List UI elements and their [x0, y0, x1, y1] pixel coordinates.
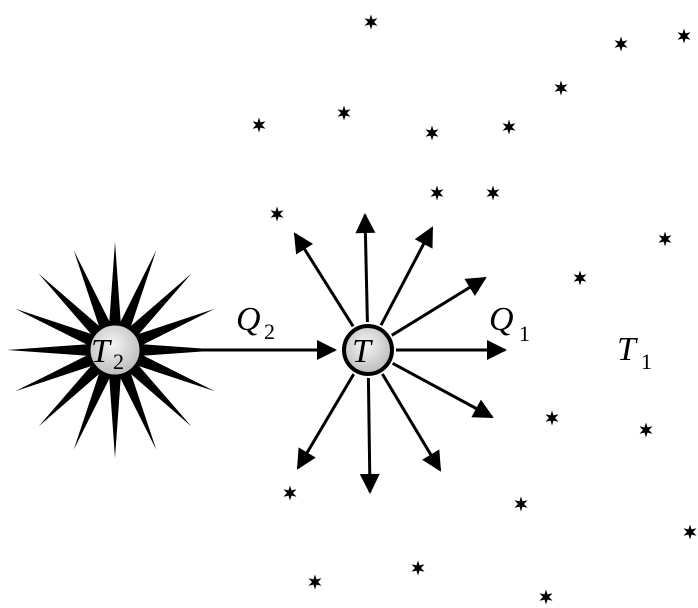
hot-source-subscript: 2	[113, 349, 124, 374]
heat-out-subscript: 1	[519, 321, 530, 346]
hot-source-label: T	[91, 333, 112, 370]
sun-ray-icon	[109, 242, 121, 326]
arrow-icon	[382, 374, 440, 470]
star-icon	[309, 575, 322, 590]
star-icon	[515, 497, 528, 512]
star-icon	[271, 207, 284, 222]
star-icon	[487, 186, 500, 201]
arrow-icon	[365, 215, 367, 322]
engine-radiation-arrows	[295, 215, 505, 492]
star-icon	[253, 118, 266, 133]
star-icon	[426, 126, 439, 141]
cold-reservoir-label: T	[617, 331, 638, 368]
heat-in-label: Q	[236, 301, 261, 338]
star-icon	[365, 15, 378, 30]
star-icon	[540, 590, 553, 605]
cold-reservoir-subscript: 1	[641, 349, 652, 374]
sun-ray-icon	[7, 344, 91, 356]
sun-ray-icon	[109, 374, 121, 458]
star-icon	[684, 525, 697, 540]
engine-label: T	[352, 333, 373, 370]
star-icon	[678, 29, 691, 44]
arrow-icon	[393, 363, 492, 417]
arrow-icon	[295, 234, 353, 326]
star-icon	[546, 411, 559, 426]
heat-out-label: Q	[489, 301, 514, 338]
heat-in-subscript: 2	[264, 319, 275, 344]
star-icon	[503, 120, 516, 135]
arrow-icon	[392, 278, 485, 335]
star-icon	[412, 561, 425, 576]
star-icon	[338, 106, 351, 121]
star-icon	[640, 423, 653, 438]
star-icon	[615, 37, 628, 52]
arrow-icon	[381, 228, 432, 325]
star-icon	[431, 186, 444, 201]
star-icon	[284, 486, 297, 501]
arrow-icon	[368, 378, 370, 492]
arrow-icon	[298, 374, 354, 468]
star-icon	[555, 81, 568, 96]
star-icon	[659, 232, 672, 247]
cold-reservoir-stars	[253, 15, 697, 605]
star-icon	[574, 271, 587, 286]
